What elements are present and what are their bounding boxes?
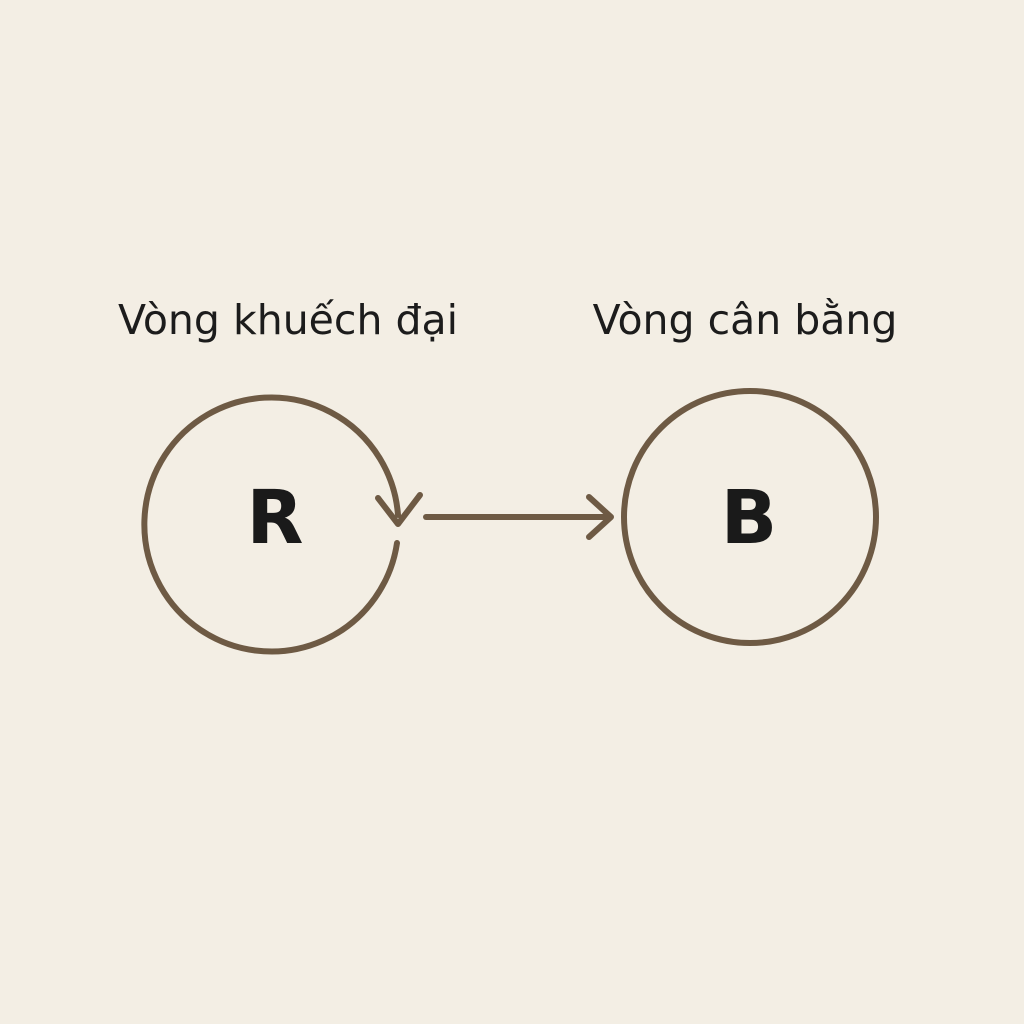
balancing-loop-label: Vòng cân bằng [592,296,898,344]
reinforcing-loop-label: Vòng khuếch đại [117,296,459,344]
reinforcing-letter: R [247,475,304,561]
reinforcing-loop-arc [141,394,401,655]
balancing-loop-circle [621,388,879,646]
reinforcing-loop-arrowhead [375,492,423,527]
connector-arrowhead [586,494,614,540]
balancing-letter: B [721,475,777,561]
